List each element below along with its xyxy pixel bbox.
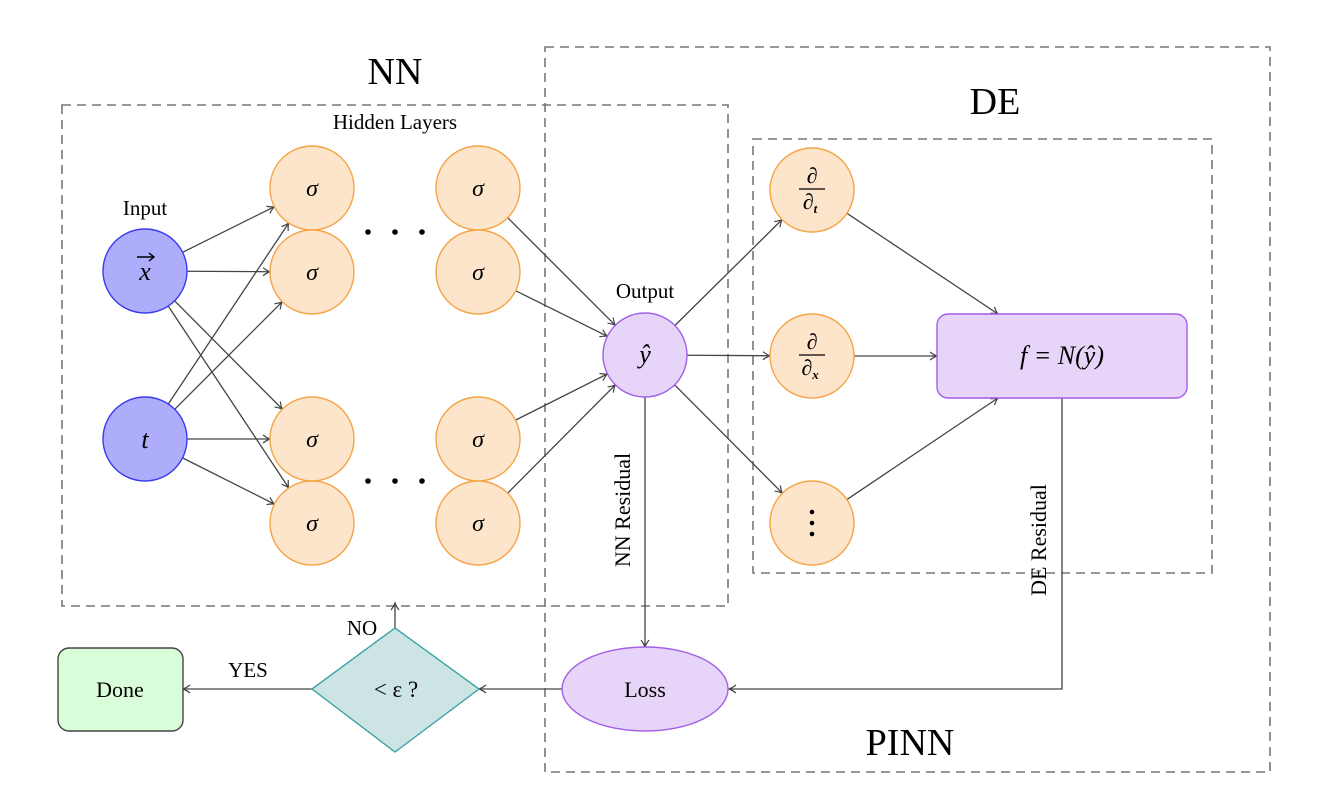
hidden-layer-2: σ σ σ σ xyxy=(435,145,521,566)
derivative-numerator: ∂ xyxy=(807,329,818,354)
output-node: ŷ xyxy=(602,312,688,398)
edge-t-to-h1a xyxy=(167,221,290,405)
derivative-node-more xyxy=(769,480,855,566)
derivative-node-x: ∂ ∂x xyxy=(769,313,855,399)
edge-h2c-to-out xyxy=(515,372,610,421)
nn-title: NN xyxy=(368,51,423,93)
hidden-node: σ xyxy=(435,396,521,482)
edge-h2b-to-out xyxy=(515,290,610,338)
derivative-numerator: ∂ xyxy=(807,163,818,188)
input-label: Input xyxy=(123,196,167,220)
hidden-node: σ xyxy=(269,480,355,566)
loss-text: Loss xyxy=(624,677,666,702)
pinn-title: PINN xyxy=(866,722,955,764)
pinn-container xyxy=(544,46,1271,773)
hidden-node: σ xyxy=(435,145,521,231)
edge-h2d-to-out xyxy=(507,383,617,494)
sigma-symbol: σ xyxy=(306,511,319,537)
sigma-symbol: σ xyxy=(472,176,485,202)
hidden-layer-1: σ σ σ σ xyxy=(269,145,355,566)
input-node-t: t xyxy=(102,396,188,482)
edge-dd-to-fbox xyxy=(846,396,1000,501)
hidden-node: σ xyxy=(269,396,355,482)
edge-out-to-dt xyxy=(674,218,784,326)
hidden-ellipsis-bottom xyxy=(365,478,425,484)
input-symbol-t: t xyxy=(141,425,149,454)
loss-node: Loss xyxy=(561,646,729,732)
edge-t-to-h1b xyxy=(174,300,284,410)
done-node: Done xyxy=(57,647,184,732)
hidden-layers-label: Hidden Layers xyxy=(333,110,457,134)
operator-box: f = N(ŷ) xyxy=(936,313,1188,399)
hidden-node: σ xyxy=(435,229,521,315)
sigma-symbol: σ xyxy=(472,511,485,537)
vertical-ellipsis-icon xyxy=(809,509,815,515)
de-residual-label: DE Residual xyxy=(1026,484,1051,596)
output-label: Output xyxy=(616,279,675,303)
edge-h2a-to-out xyxy=(507,217,617,327)
hidden-ellipsis-top xyxy=(365,229,425,235)
output-symbol: ŷ xyxy=(636,340,651,369)
input-node-x: x xyxy=(102,228,188,314)
decision-node: < ε ? xyxy=(310,627,481,753)
yes-label: YES xyxy=(228,658,268,682)
sigma-symbol: σ xyxy=(472,427,485,453)
sigma-symbol: σ xyxy=(472,260,485,286)
derivative-denominator: ∂t xyxy=(803,189,818,216)
hidden-node: σ xyxy=(269,229,355,315)
operator-text: f = N(ŷ) xyxy=(1020,341,1104,370)
hidden-node: σ xyxy=(269,145,355,231)
edge-x-to-h1a xyxy=(182,205,277,253)
input-symbol-x: x xyxy=(138,257,151,286)
edge-t-to-h1d xyxy=(182,457,277,506)
hidden-node: σ xyxy=(435,480,521,566)
sigma-symbol: σ xyxy=(306,176,319,202)
sigma-symbol: σ xyxy=(306,427,319,453)
done-text: Done xyxy=(96,677,144,702)
edges-layer xyxy=(167,205,1063,694)
decision-text: < ε ? xyxy=(374,677,418,702)
de-title: DE xyxy=(970,81,1021,123)
derivative-node-t: ∂ ∂t xyxy=(769,147,855,233)
edge-fbox-to-loss xyxy=(727,398,1063,694)
vector-arrow-icon xyxy=(137,252,156,262)
derivative-denominator: ∂x xyxy=(801,355,819,382)
no-label: NO xyxy=(347,616,377,640)
edge-x-to-h1d xyxy=(167,305,290,490)
edge-dt-to-fbox xyxy=(846,212,1000,316)
nn-residual-label: NN Residual xyxy=(610,453,635,567)
sigma-symbol: σ xyxy=(306,260,319,286)
edge-out-to-dd xyxy=(674,384,784,495)
